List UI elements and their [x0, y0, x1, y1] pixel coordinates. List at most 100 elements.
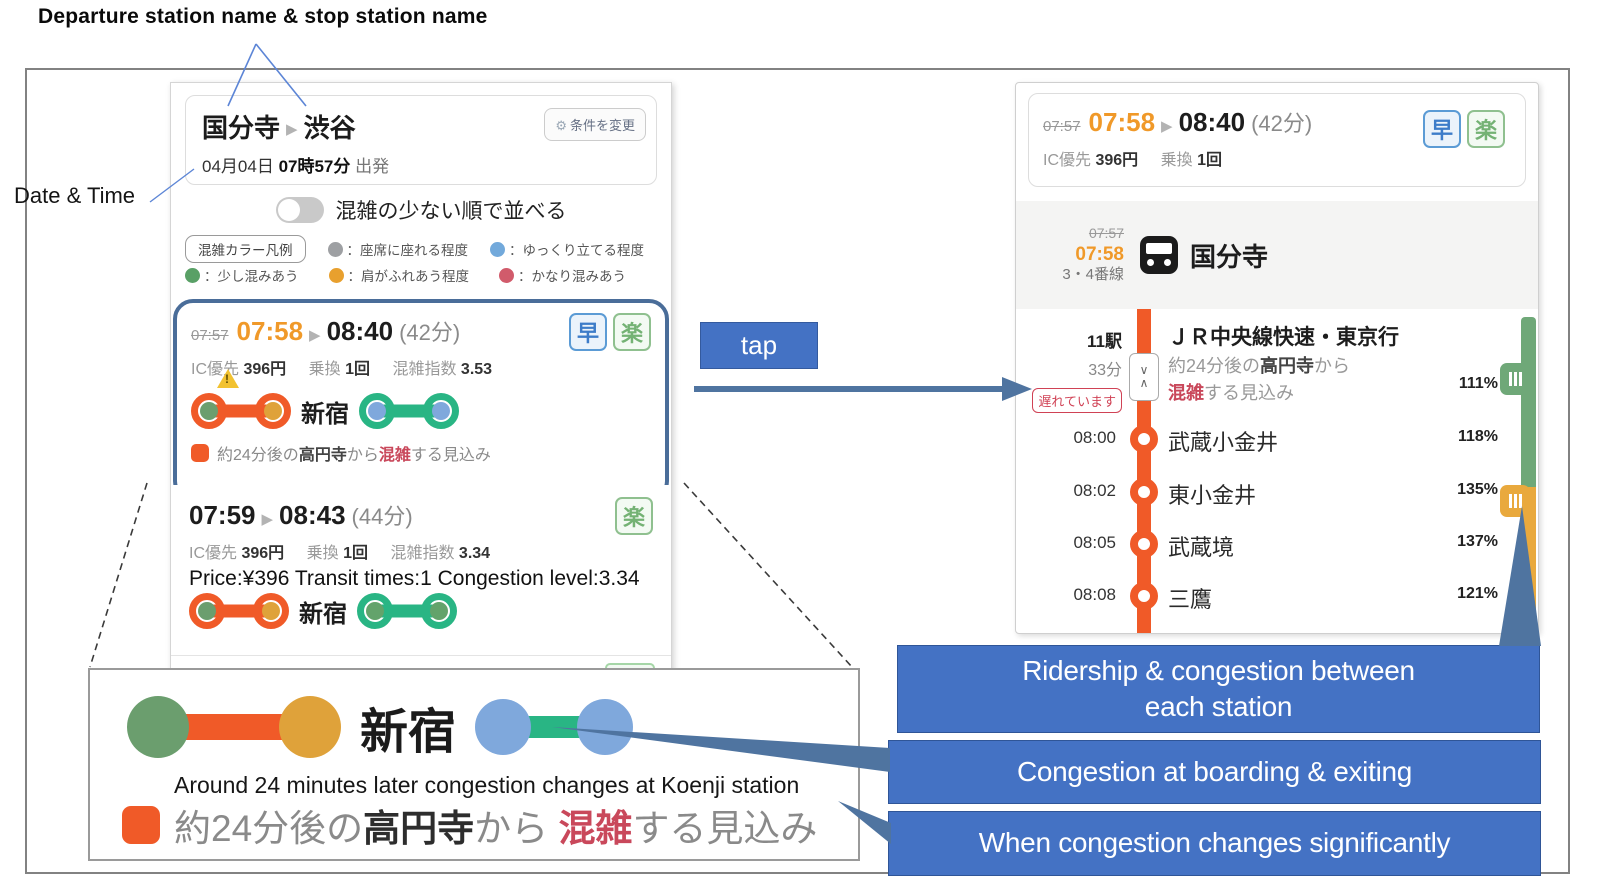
segment-orange-line [191, 393, 291, 429]
route2-time-row: 07:59 ▶ 08:43 (44分) 楽 [189, 497, 653, 535]
chevron-up-icon: ∧ [1139, 376, 1149, 390]
transfer-station: 新宿 [360, 706, 457, 759]
origin-platform: 3・4番線 [1062, 266, 1124, 284]
boarding-congestion-dot [191, 393, 227, 429]
origin-scheduled-time: 07:57 [1088, 225, 1124, 241]
congestion-bar-green [1521, 317, 1536, 487]
koenji-english-annotation: Around 24 minutes later congestion chang… [174, 772, 800, 798]
stop-time: 08:02 [1073, 481, 1116, 500]
route1-duration: (42分) [399, 320, 461, 345]
orange-dot-icon [328, 267, 344, 283]
route-result-2[interactable]: 07:59 ▶ 08:43 (44分) 楽 IC優先 396円 乗換 1回 混雑… [173, 485, 669, 683]
legend-item-seated: ：座席に座れる程度 [327, 239, 468, 259]
legend-item-standing: ：ゆっくり立てる程度 [490, 239, 644, 259]
blue-dot-icon [490, 241, 505, 257]
change-conditions-label: 条件を変更 [569, 118, 635, 133]
stop-marker-icon [1130, 530, 1158, 558]
warning-icon: ! [217, 369, 239, 388]
line-info: ＪＲ中央線快速・東京行 約24分後の高円寺から 混雑する見込み [1168, 323, 1399, 406]
stop-name: 東小金井 [1168, 483, 1257, 508]
route2-congestion-index: 3.34 [458, 545, 491, 562]
easy-badge: 楽 [1467, 110, 1505, 148]
search-time: 07時57分 [278, 157, 351, 176]
stops-count: 11駅 [1087, 332, 1122, 351]
origin-station-row: 07:57 07:58 3・4番線 国分寺 [1016, 201, 1538, 309]
change-conditions-button[interactable]: ⚙条件を変更 [544, 108, 646, 141]
congestion-legend-row-1: 混雑カラー凡例 ：座席に座れる程度 ：ゆっくり立てる程度 [185, 235, 665, 263]
segment-summary: 11駅 33分 遅れています [1016, 327, 1122, 413]
callout-ridership-between-stations: Ridership & congestion between each stat… [897, 645, 1540, 733]
boarding-congestion-dot [124, 693, 192, 761]
legend-item-very-crowded: ：かなり混みあう [499, 265, 626, 285]
expand-collapse-stops-button[interactable]: ∨ ∧ [1129, 353, 1159, 401]
route1-congestion-index: 3.53 [460, 361, 493, 378]
stop-congestion-pct: 135% [1457, 481, 1498, 498]
congestion-note-line1: 約24分後の高円寺から [1168, 356, 1351, 377]
origin-departure-time: 07:58 [1075, 243, 1124, 265]
sort-toggle-row: 混雑の少ない順で並べる [171, 195, 671, 225]
exiting-congestion-dot [423, 393, 459, 429]
riders-icon-green [1500, 363, 1530, 395]
search-date: 04月04日 [202, 157, 274, 176]
magnified-route-diagram-box: 新宿 Around 24 minutes later congestion ch… [88, 668, 860, 861]
route-detail-panel: 07:57 07:58 ▶ 08:40 (42分) 早 楽 IC優先 396円 … [1015, 82, 1539, 634]
stop-marker-icon [1130, 478, 1158, 506]
riders-icon-orange [1500, 485, 1530, 517]
sort-toggle-label: 混雑の少ない順で並べる [335, 200, 567, 223]
green-dot-icon [185, 267, 200, 283]
route1-arrival-time: 08:40 [326, 316, 394, 346]
callout-congestion-changes: When congestion changes significantly [888, 811, 1541, 876]
date-time-annotation: Date & Time [14, 183, 136, 208]
boarding-congestion-dot [359, 393, 395, 429]
delay-badge: 遅れています [1032, 388, 1122, 413]
tap-annotation-label: tap [700, 322, 818, 369]
route1-meta-row: IC優先 396円 乗換 1回 混雑指数 3.53 [191, 361, 493, 378]
magnified-diagram: 新宿 [124, 692, 636, 762]
stop-congestion-pct: 118% [1457, 428, 1498, 445]
segment-teal-line [357, 593, 457, 629]
search-results-panel: 国分寺▶渋谷 ⚙条件を変更 04月04日 07時57分 出発 混雑の少ない順で並… [170, 82, 672, 683]
departure-suffix: 出発 [355, 157, 390, 176]
route1-time-row: 07:57 07:58 ▶ 08:40 (42分) 早 楽 [191, 313, 651, 351]
route2-fare: 396円 [241, 545, 285, 562]
route1-departure-time: 07:58 [236, 316, 304, 346]
search-datetime: 04月04日 07時57分 出発 [202, 152, 389, 177]
arrow-right-icon: ▶ [286, 121, 298, 138]
detail-time-row: 07:57 07:58 ▶ 08:40 (42分) 早 楽 [1043, 106, 1511, 148]
stop-row: 08:00 武蔵小金井 118% [1016, 425, 1538, 455]
legend-title: 混雑カラー凡例 [185, 235, 306, 263]
detail-summary-card: 07:57 07:58 ▶ 08:40 (42分) 早 楽 IC優先 396円 … [1028, 93, 1526, 187]
departure-station: 国分寺 [202, 113, 281, 143]
route2-transfers: 1回 [343, 545, 368, 562]
segment-teal-line [472, 696, 636, 758]
detail-meta-row: IC優先 396円 乗換 1回 [1043, 152, 1222, 169]
detail-duration: (42分) [1251, 111, 1313, 136]
fast-badge: 早 [569, 313, 607, 351]
boarding-congestion-pct: 111% [1458, 375, 1498, 392]
detail-departure-time: 07:58 [1088, 107, 1156, 137]
route2-diagram: 新宿 [189, 593, 653, 629]
route1-transfers: 1回 [345, 361, 370, 378]
list-divider [171, 655, 671, 656]
boarding-congestion-dot [189, 593, 225, 629]
stop-congestion-pct: 121% [1457, 585, 1498, 602]
arrow-right-icon: ▶ [1161, 118, 1173, 135]
route1-fare: 396円 [243, 361, 287, 378]
route-result-1-highlighted[interactable]: 07:57 07:58 ▶ 08:40 (42分) 早 楽 IC優先 396円 … [173, 299, 669, 501]
origin-station-name: 国分寺 [1190, 241, 1269, 272]
legend-item-shoulder: ：肩がふれあう程度 [328, 265, 469, 285]
exiting-congestion-dot [276, 693, 344, 761]
arrow-right-icon: ▶ [261, 511, 274, 528]
search-conditions-card: 国分寺▶渋谷 ⚙条件を変更 04月04日 07時57分 出発 [185, 95, 657, 185]
stop-row: 08:02 東小金井 135% [1016, 478, 1538, 508]
train-icon [1140, 236, 1178, 274]
legend-item-slightly-crowded: ：少し混みあう [185, 265, 299, 285]
gray-dot-icon [327, 241, 343, 257]
route2-arrival-time: 08:43 [279, 500, 346, 530]
sort-by-congestion-toggle[interactable] [275, 197, 324, 223]
magnified-congestion-note: 約24分後の高円寺から 混雑する見込み [122, 798, 817, 852]
easy-badge: 楽 [615, 497, 653, 535]
toggle-knob [277, 199, 300, 221]
exiting-congestion-dot [421, 593, 457, 629]
route2-departure-time: 07:59 [189, 500, 256, 530]
